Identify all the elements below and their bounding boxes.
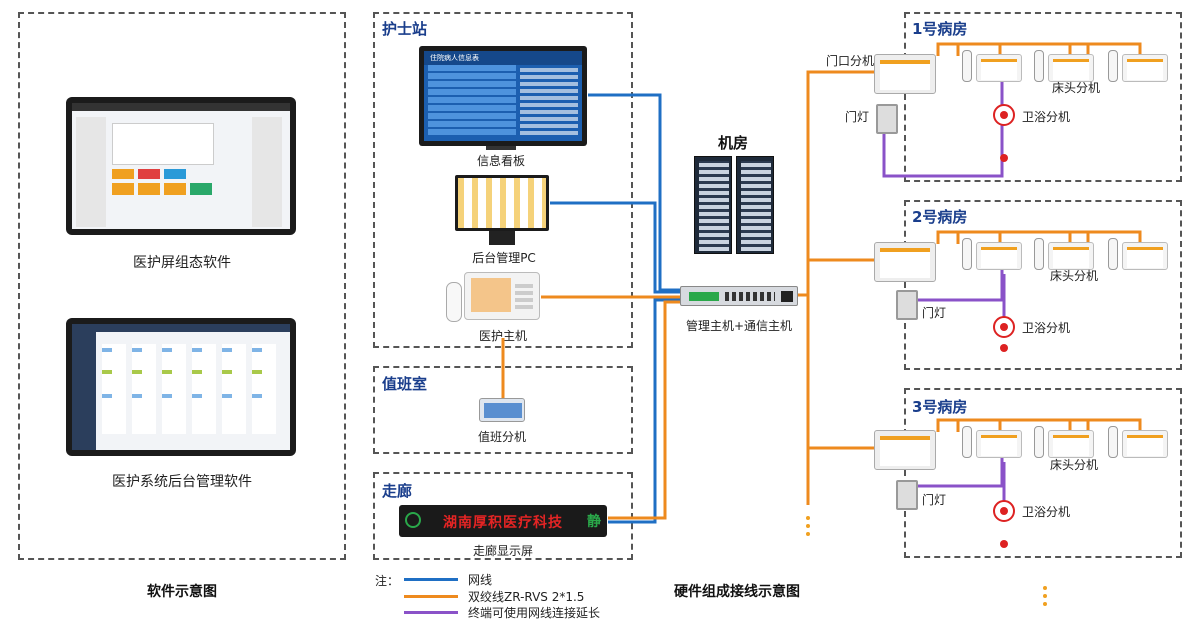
wire-trunk: [798, 293, 810, 505]
info-board-stand: [486, 146, 516, 150]
ward-2-handset-2: [1034, 238, 1044, 270]
admin-software-screenshot: [66, 318, 296, 456]
ward-3-bed-unit-1: [976, 430, 1022, 458]
ward-2-panel: [904, 200, 1182, 370]
server-rack-left: [694, 156, 732, 254]
admin-pc-stand: [489, 231, 515, 245]
legend-line-twisted: [404, 595, 458, 598]
hardware-caption: 硬件组成接线示意图: [674, 584, 800, 600]
duty-room-title: 值班室: [382, 375, 428, 393]
ward-3-panel: [904, 388, 1182, 558]
ward-1-handset-2: [1034, 50, 1044, 82]
ward-2-handset-1: [962, 238, 972, 270]
ward-3-bath-unit: [993, 500, 1015, 522]
software-panel: [18, 12, 346, 560]
ward-1-title: 1号病房: [912, 20, 968, 38]
ward-1-bed-unit-label: 床头分机: [1052, 81, 1101, 95]
server-rack-right: [736, 156, 774, 254]
ward-3-handset-2: [1034, 426, 1044, 458]
config-software-label: 医护屏组态软件: [133, 255, 231, 271]
info-board-label: 信息看板: [476, 154, 526, 168]
quiet-icon: 静: [587, 514, 601, 530]
ward-1-bed-unit-2: [1048, 54, 1094, 82]
machine-room-title: 机房: [717, 134, 749, 152]
ward-2-door-unit: [874, 242, 936, 282]
trunk-continuation-dots: [806, 516, 810, 540]
ward-2-bath-unit: [993, 316, 1015, 338]
admin-pc-label: 后台管理PC: [472, 251, 536, 265]
no-noise-icon: [405, 512, 421, 528]
admin-software-label: 医护系统后台管理软件: [112, 474, 252, 490]
ward-2-bath-unit-label: 卫浴分机: [1022, 321, 1071, 335]
ward-3-title: 3号病房: [912, 398, 968, 416]
ward-1-bed-unit-3: [1122, 54, 1168, 82]
legend-note: 注：: [375, 574, 400, 588]
legend-line-network: [404, 578, 458, 581]
ward-1-handset-3: [1108, 50, 1118, 82]
ward-1-handset-1: [962, 50, 972, 82]
management-host-device: [680, 286, 798, 306]
info-board-header: 住院病人信息表: [424, 51, 582, 65]
legend-label-twisted: 双绞线ZR-RVS 2*1.5: [468, 590, 585, 604]
ward-2-handset-3: [1108, 238, 1118, 270]
ward-3-handset-3: [1108, 426, 1118, 458]
led-text: 湖南厚积医疗科技: [443, 515, 563, 531]
ward-1-bath-unit-label: 卫浴分机: [1022, 110, 1071, 124]
legend-label-network: 网线: [468, 573, 493, 587]
ward-3-bath-unit-label: 卫浴分机: [1022, 505, 1071, 519]
nurse-host-label: 医护主机: [478, 329, 528, 343]
corridor-screen-label: 走廊显示屏: [472, 544, 534, 558]
software-caption: 软件示意图: [147, 584, 217, 600]
legend-line-extend: [404, 611, 458, 614]
ward-3-bed-unit-2: [1048, 430, 1094, 458]
legend-label-extend: 终端可使用网线连接延长: [468, 606, 601, 620]
ward-continuation-dots: [1043, 586, 1047, 610]
ward-1-bath-unit: [993, 104, 1015, 126]
corridor-led-screen: 湖南厚积医疗科技 静: [399, 505, 607, 537]
nurse-station-title: 护士站: [382, 20, 428, 38]
ward-2-bed-unit-label: 床头分机: [1050, 269, 1099, 283]
info-board-monitor: 住院病人信息表: [419, 46, 587, 146]
ward-2-bed-unit-2: [1048, 242, 1094, 270]
duty-unit-label: 值班分机: [477, 430, 527, 444]
duty-unit-device: [479, 398, 525, 422]
config-software-screenshot: [66, 97, 296, 235]
ward-2-bed-unit-1: [976, 242, 1022, 270]
ward-1-door-unit: [874, 54, 936, 94]
ward-2-bed-unit-3: [1122, 242, 1168, 270]
admin-pc-monitor: [455, 175, 549, 231]
ward-3-bath-pull: [1000, 540, 1008, 548]
corridor-title: 走廊: [382, 482, 413, 500]
ward-1-door-unit-label: 门口分机: [826, 54, 875, 68]
management-host-label: 管理主机+通信主机: [685, 319, 793, 333]
ward-3-bed-unit-label: 床头分机: [1050, 458, 1099, 472]
nurse-host-phone: [446, 272, 540, 322]
ward-1-bed-unit-1: [976, 54, 1022, 82]
ward-2-door-light-label: 门灯: [922, 306, 947, 320]
ward-3-door-unit: [874, 430, 936, 470]
ward-3-door-light-label: 门灯: [922, 493, 947, 507]
ward-2-title: 2号病房: [912, 208, 968, 226]
ward-1-bath-pull: [1000, 154, 1008, 162]
ward-2-bath-pull: [1000, 344, 1008, 352]
ward-1-door-light-label: 门灯: [845, 110, 870, 124]
wire-trunk-top: [806, 70, 876, 295]
ward-3-handset-1: [962, 426, 972, 458]
ward-3-bed-unit-3: [1122, 430, 1168, 458]
ward-2-door-light: [896, 290, 918, 320]
ward-3-door-light: [896, 480, 918, 510]
ward-1-door-light: [876, 104, 898, 134]
